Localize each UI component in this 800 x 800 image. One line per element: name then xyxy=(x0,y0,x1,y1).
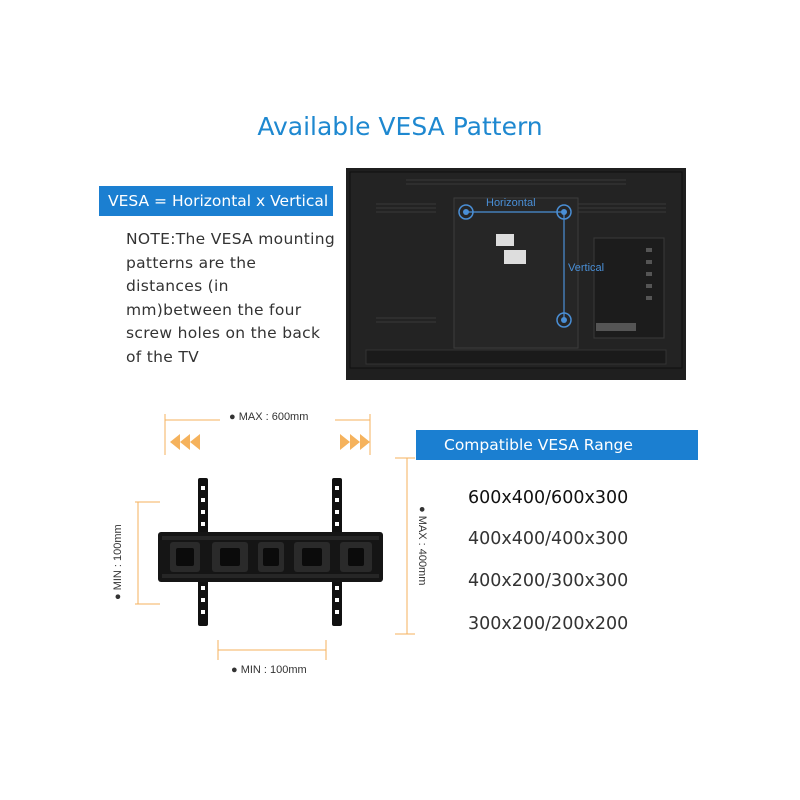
max-height-label: ● MAX : 400mm xyxy=(416,506,428,586)
max-width-label: ● MAX : 600mm xyxy=(229,411,309,423)
vesa-formula-banner: VESA = Horizontal x Vertical xyxy=(99,186,333,216)
tv-back-illustration: Horizontal Vertical xyxy=(346,168,686,380)
vesa-range-item-3: 400x200/300x300 xyxy=(468,571,629,591)
page-title: Available VESA Pattern xyxy=(257,112,543,141)
vesa-note: NOTE:The VESA mounting patterns are the … xyxy=(126,230,335,366)
vesa-range-item-2: 400x400/400x300 xyxy=(468,529,629,549)
vesa-range-item-4: 300x200/200x200 xyxy=(468,614,629,634)
vertical-label: Vertical xyxy=(568,262,604,274)
min-width-label: ● MIN : 100mm xyxy=(231,664,307,676)
vesa-range-banner: Compatible VESA Range xyxy=(416,430,698,460)
right-arrows-icon xyxy=(340,434,370,450)
vesa-range-item-1: 600x400/600x300 xyxy=(468,488,629,508)
left-arrows-icon xyxy=(170,434,200,450)
bracket-diagram xyxy=(135,414,415,660)
horizontal-label: Horizontal xyxy=(486,197,536,209)
min-height-label: ● MIN : 100mm xyxy=(112,524,124,600)
